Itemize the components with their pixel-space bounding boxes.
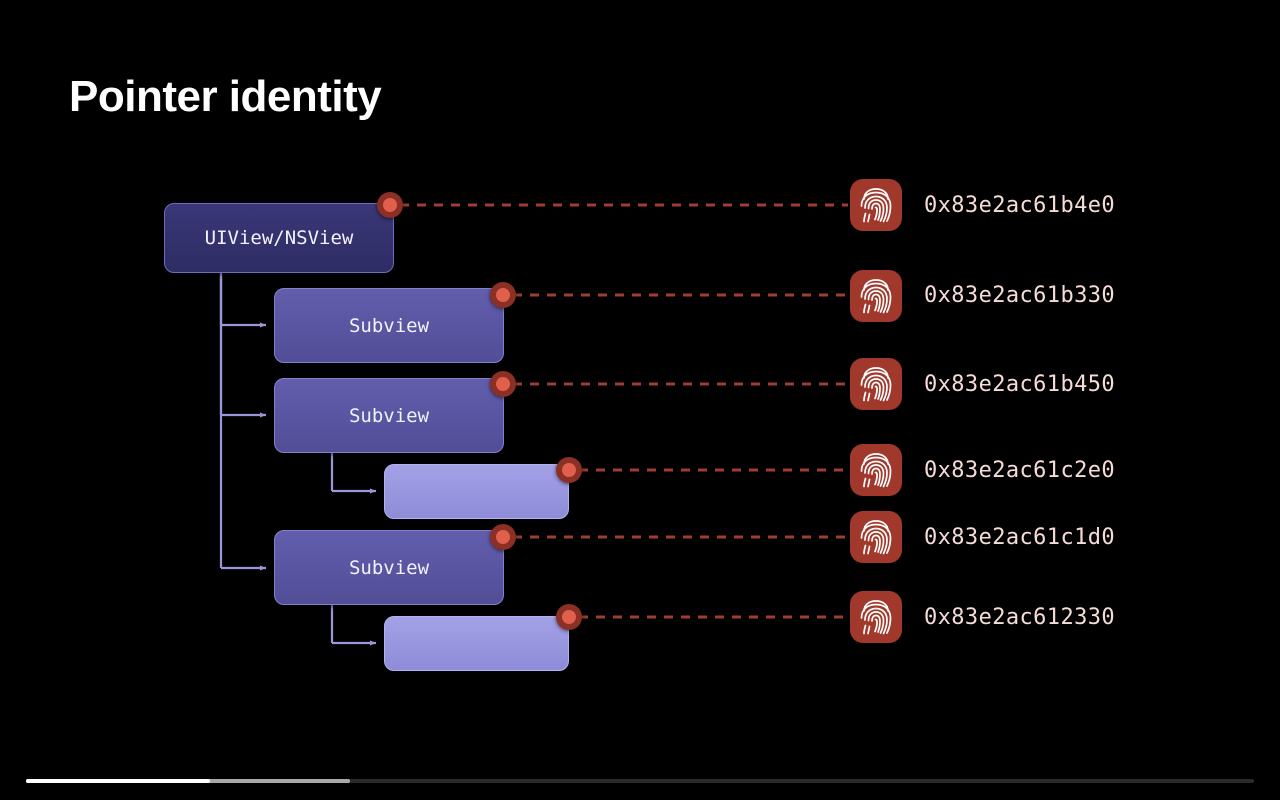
pointer-anchor-dot-2 xyxy=(490,282,516,308)
connector-lines xyxy=(219,203,848,646)
pointer-anchor-dot-5 xyxy=(490,524,516,550)
node-label: UIView/NSView xyxy=(204,227,354,249)
node-label: Subview xyxy=(348,404,430,427)
fingerprint-icon xyxy=(850,270,902,322)
player-controls-bar: 5:57 / 40:17 xyxy=(0,714,1280,800)
fingerprint-icon xyxy=(850,444,902,496)
page-title: Pointer identity xyxy=(69,72,382,121)
fingerprint-icon xyxy=(850,179,902,231)
pointer-anchor-dot-3 xyxy=(490,371,516,397)
pointer-anchor-dot-4 xyxy=(556,457,582,483)
view-hierarchy-diagram: UIView/NSView Subview Subview Subview xyxy=(0,0,1280,720)
pointer-address-1: 0x83e2ac61b4e0 xyxy=(924,193,1116,218)
node-leaf-2[interactable] xyxy=(384,616,569,671)
node-subview-2[interactable]: Subview xyxy=(274,378,504,453)
pointer-address-5: 0x83e2ac61c1d0 xyxy=(924,525,1116,550)
fingerprint-icon xyxy=(850,358,902,410)
node-subview-3[interactable]: Subview xyxy=(274,530,504,605)
fingerprint-icon xyxy=(850,511,902,563)
pointer-anchor-dot-1 xyxy=(377,192,403,218)
node-label: Subview xyxy=(348,556,430,579)
node-uiview-nsview[interactable]: UIView/NSView xyxy=(164,203,394,273)
pointer-address-6: 0x83e2ac612330 xyxy=(924,605,1116,630)
pointer-address-3: 0x83e2ac61b450 xyxy=(924,372,1116,397)
pointer-anchor-dot-6 xyxy=(556,604,582,630)
node-label: Subview xyxy=(348,314,430,337)
progress-bar-track[interactable] xyxy=(26,779,1254,783)
progress-bar-played xyxy=(26,779,211,783)
node-leaf-1[interactable] xyxy=(384,464,569,519)
fingerprint-icon xyxy=(850,591,902,643)
node-subview-1[interactable]: Subview xyxy=(274,288,504,363)
pointer-address-4: 0x83e2ac61c2e0 xyxy=(924,458,1116,483)
pointer-address-2: 0x83e2ac61b330 xyxy=(924,283,1116,308)
